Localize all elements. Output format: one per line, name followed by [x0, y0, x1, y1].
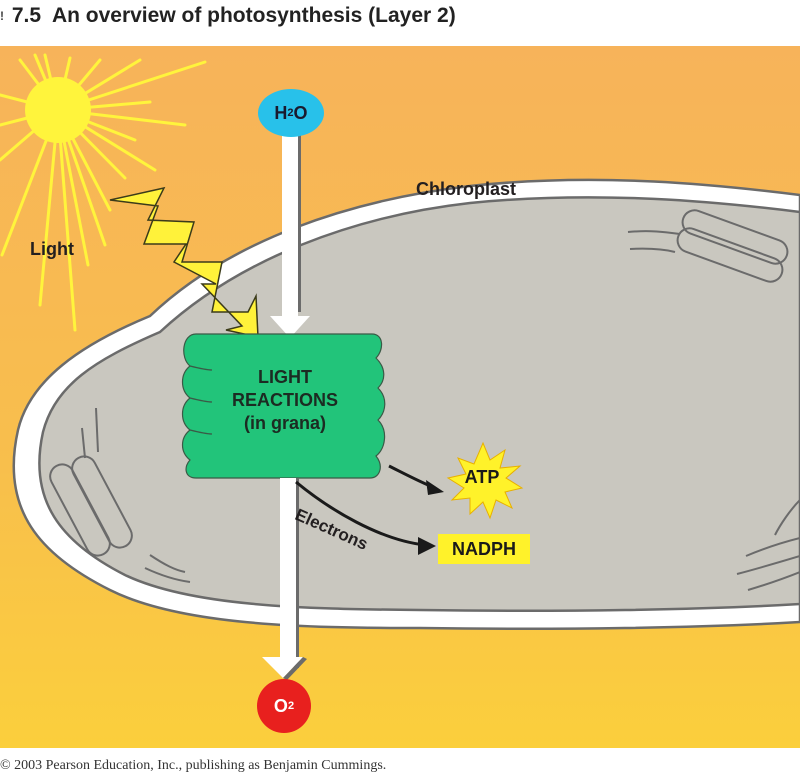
- oxygen-arrow-head: [262, 657, 303, 678]
- atp-arrow-head: [426, 480, 444, 495]
- oxygen-arrow-head-shadow: [283, 657, 307, 680]
- light-reactions-scallop-lines: [189, 365, 213, 435]
- oxygen-subscript: 2: [287, 700, 295, 712]
- light-reactions-label: LIGHT REACTIONS (in grana): [190, 366, 380, 435]
- granum-left: [49, 407, 191, 583]
- chloroplast-stroma: [38, 196, 800, 612]
- water-arrow-head: [270, 316, 310, 338]
- water-arrow-shadow: [296, 132, 301, 312]
- title-prefix-mark: !: [0, 9, 4, 24]
- oxygen-arrow-shaft: [280, 478, 296, 658]
- figure-number: 7.5: [11, 4, 42, 27]
- water-o: O: [293, 102, 308, 123]
- granum-top-right: [627, 209, 789, 283]
- sun-disc: [25, 77, 91, 143]
- nadph-label: NADPH: [438, 534, 530, 564]
- light-reactions-line1: LIGHT: [258, 367, 312, 387]
- figure-title: ! 7.5 An overview of photosynthesis (Lay…: [0, 4, 456, 38]
- light-reactions-line2: REACTIONS: [231, 390, 338, 410]
- light-reactions-line3: (in grana): [243, 413, 326, 433]
- copyright-footer: © 2003 Pearson Education, Inc., publishi…: [0, 758, 387, 773]
- atp-label: ATP: [464, 467, 500, 487]
- water-h: H: [274, 102, 288, 123]
- electrons-arrow-head: [418, 537, 436, 555]
- water-subscript: 2: [287, 107, 294, 119]
- light-reactions-block: [181, 333, 386, 479]
- chloroplast-label: Chloroplast: [416, 179, 517, 199]
- figure-title-text: An overview of photosynthesis (Layer 2): [51, 4, 456, 27]
- water-arrow-shaft: [282, 132, 298, 318]
- light-label: Light: [30, 239, 74, 259]
- oxygen-arrow-shadow: [294, 478, 299, 668]
- granum-bottom-right: [736, 499, 800, 591]
- electrons-arrow: [295, 480, 426, 547]
- diagram-panel: Light Chloroplast: [0, 46, 800, 748]
- oxygen-o: O: [273, 695, 288, 716]
- atp-starburst: [446, 441, 524, 520]
- diagram-canvas: [0, 46, 800, 748]
